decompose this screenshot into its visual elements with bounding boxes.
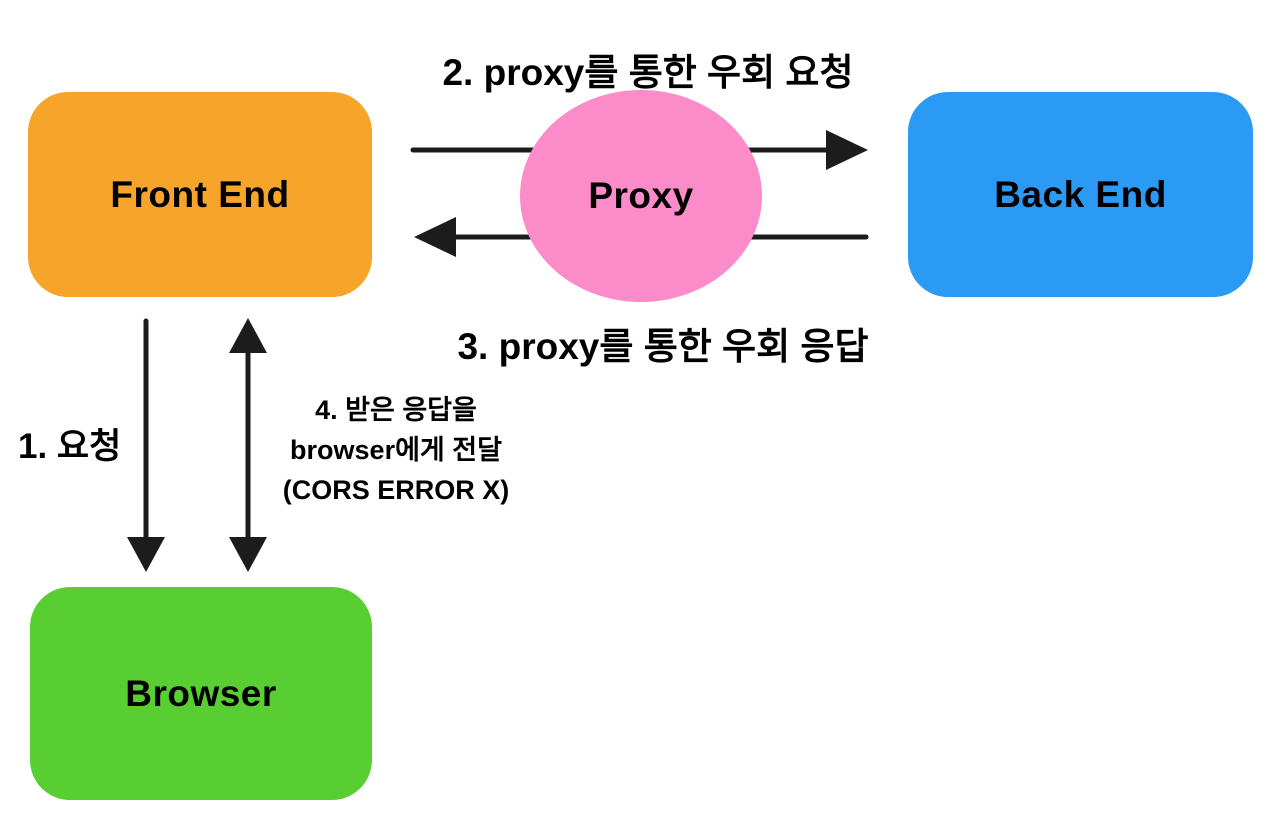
- front-end-node: Front End: [28, 92, 372, 297]
- step1-label: 1. 요청: [18, 427, 122, 466]
- step3-label: 3. proxy를 통한 우회 응답: [457, 326, 869, 367]
- back-end-label: Back End: [994, 173, 1167, 215]
- step4-line1: 4. 받은 응답을: [315, 395, 477, 425]
- proxy-label: Proxy: [588, 175, 694, 216]
- step2-label: 2. proxy를 통한 우회 요청: [442, 52, 854, 93]
- back-end-node: Back End: [908, 92, 1253, 297]
- step4-line3: (CORS ERROR X): [282, 475, 510, 505]
- browser-node: Browser: [30, 587, 372, 800]
- front-end-label: Front End: [110, 173, 290, 215]
- proxy-node: Proxy: [520, 90, 762, 302]
- browser-label: Browser: [125, 672, 277, 714]
- arrow-frontend-to-browser: [127, 318, 165, 572]
- arrow-frontend-browser-bidirectional: [229, 318, 267, 572]
- step4-line2: browser에게 전달: [290, 435, 502, 465]
- step4-label: 4. 받은 응답을 browser에게 전달 (CORS ERROR X): [245, 390, 547, 510]
